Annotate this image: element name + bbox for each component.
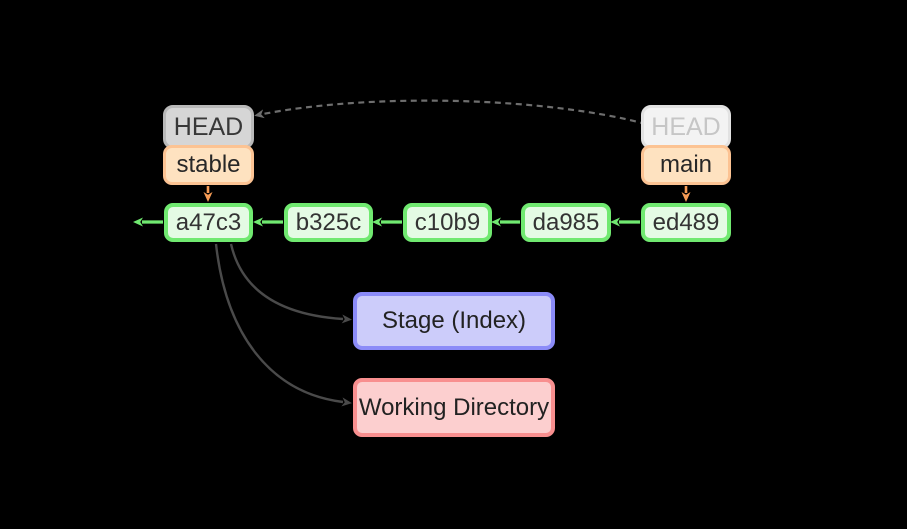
commit-node-c10b9: c10b9 [403,203,492,242]
branch-label-main: main [641,145,731,185]
commit-node-b325c: b325c [284,203,373,242]
commit-node-a47c3: a47c3 [164,203,253,242]
stage-index-box: Stage (Index) [353,292,555,350]
head-move-dashed-arrow [254,99,647,126]
commit-node-ed489: ed489 [641,203,731,242]
head-badge-attached: HEAD [163,105,254,149]
checkout-working-arrow [214,243,352,407]
working-directory-box: Working Directory [353,378,555,437]
branch-label-stable: stable [163,145,254,185]
head-badge-previous: HEAD [641,105,731,149]
checkout-stage-arrow [229,243,352,324]
commit-node-da985: da985 [521,203,611,242]
